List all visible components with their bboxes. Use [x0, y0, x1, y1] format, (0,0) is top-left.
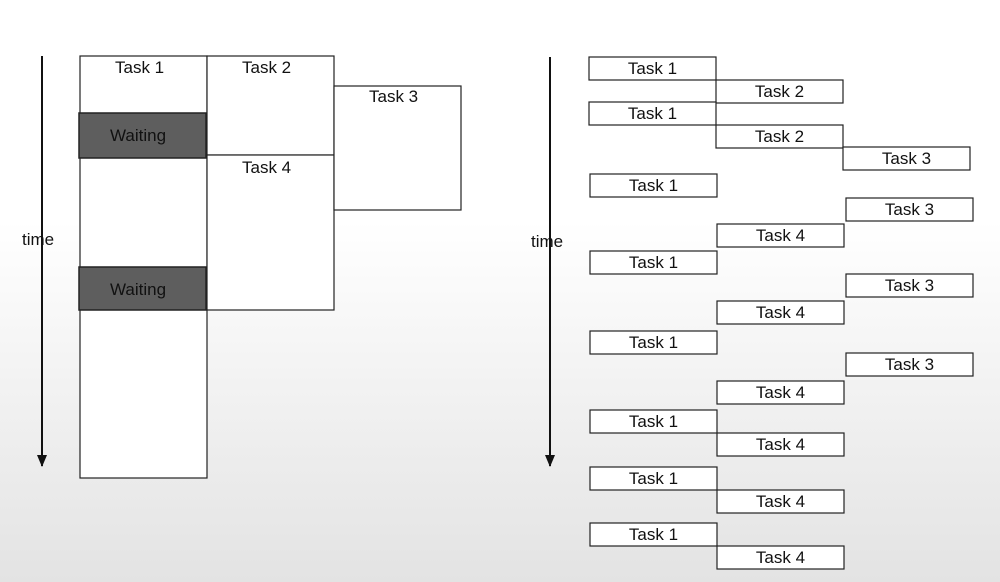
timeline-box — [589, 522, 718, 547]
timeline-box — [715, 79, 844, 104]
timeline-box — [589, 330, 718, 355]
timeline-box-label: Task 4 — [756, 548, 805, 567]
timeline-box — [842, 146, 971, 171]
task2-label: Task 2 — [242, 58, 291, 77]
timeline-box — [589, 250, 718, 275]
timeline-box-label: Task 3 — [885, 355, 934, 374]
timeline-box-label: Task 3 — [882, 149, 931, 168]
timeline-box — [588, 56, 717, 81]
timeline-box — [845, 352, 974, 377]
timeline-box-label: Task 1 — [628, 59, 677, 78]
timeline-box-label: Task 4 — [756, 492, 805, 511]
timeline-box-label: Task 1 — [629, 253, 678, 272]
timeline-box-label: Task 1 — [628, 104, 677, 123]
timeline-box — [588, 101, 717, 126]
waiting-block-1 — [78, 112, 207, 159]
timeline-box — [716, 300, 845, 325]
timeline-box-label: Task 1 — [629, 525, 678, 544]
timeline-box — [715, 124, 844, 149]
task3-block — [333, 85, 462, 211]
timeline-box — [845, 273, 974, 298]
timeline-box-label: Task 1 — [629, 469, 678, 488]
waiting-label-2: Waiting — [110, 280, 166, 299]
timeline-box-label: Task 2 — [755, 82, 804, 101]
timeline-box-label: Task 3 — [885, 200, 934, 219]
task3-label: Task 3 — [369, 87, 418, 106]
timeline-box-label: Task 4 — [756, 303, 805, 322]
timeline-box — [845, 197, 974, 222]
left-diagram: time Task 1 Waiting Waiting Task 2 Task … — [22, 55, 462, 479]
task4-block — [206, 154, 335, 311]
waiting-block-2 — [78, 266, 207, 311]
timeline-box-label: Task 4 — [756, 383, 805, 402]
timeline-box — [716, 432, 845, 457]
timeline-box-label: Task 4 — [756, 435, 805, 454]
timeline-box — [589, 466, 718, 491]
task-timeline-rows: Task 1 Task 2 Task 1 Task 2 Task 3 Task 1 Task… — [588, 56, 974, 570]
timeline-box — [716, 380, 845, 405]
timeline-box — [589, 173, 718, 198]
timeline-box-label: Task 4 — [756, 226, 805, 245]
timeline-box-label: Task 2 — [755, 127, 804, 146]
timeline-box-label: Task 3 — [885, 276, 934, 295]
timeline-box-label: Task 1 — [629, 412, 678, 431]
left-time-label: time — [22, 230, 54, 249]
timeline-box-label: Task 1 — [629, 333, 678, 352]
task1-label: Task 1 — [115, 58, 164, 77]
task4-label: Task 4 — [242, 158, 291, 177]
right-time-label: time — [531, 232, 563, 251]
waiting-label-1: Waiting — [110, 126, 166, 145]
timeline-box — [716, 489, 845, 514]
timeline-box — [589, 409, 718, 434]
timeline-box — [716, 223, 845, 248]
timeline-box-label: Task 1 — [629, 176, 678, 195]
timeline-box — [716, 545, 845, 570]
